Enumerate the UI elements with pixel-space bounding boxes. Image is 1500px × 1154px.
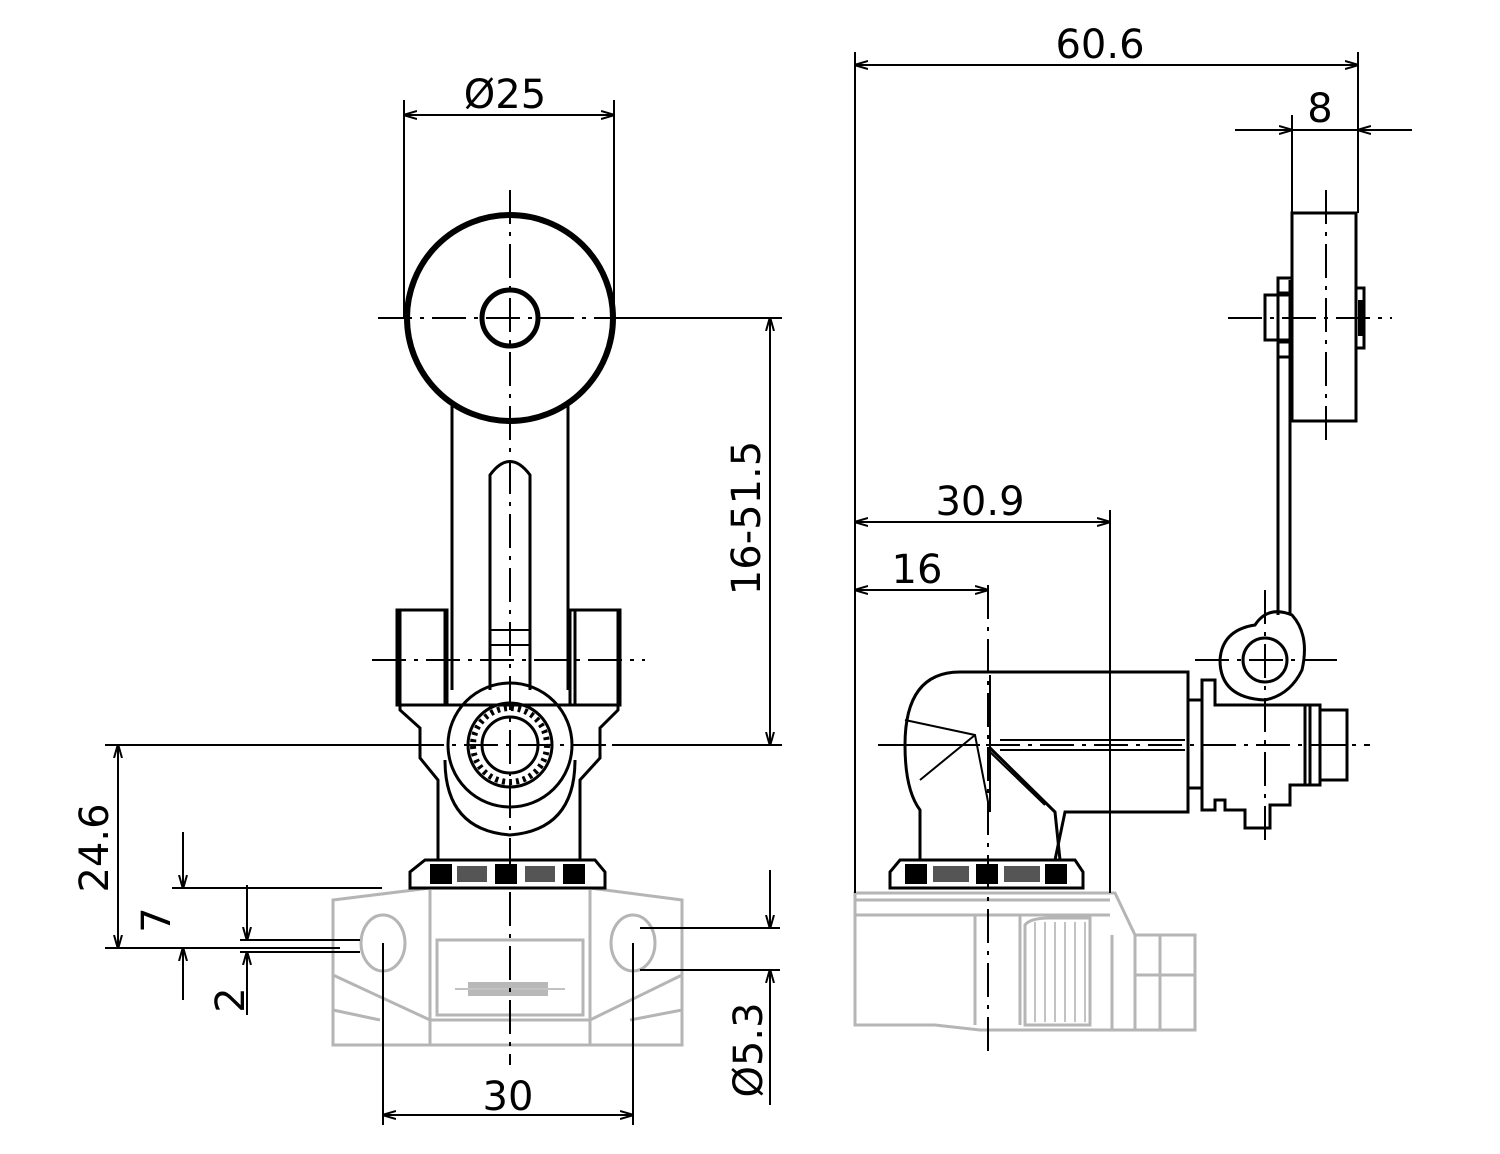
side-view: 60.6 8 30.9 16 bbox=[853, 22, 1412, 1058]
dim-height: 24.6 bbox=[72, 744, 412, 949]
dim-slot-2: 2 bbox=[208, 885, 360, 1015]
dim-shaft-offset-label: 16 bbox=[892, 547, 943, 593]
dim-lever-range: 16-51.5 bbox=[612, 317, 782, 746]
front-view: Ø25 16-51.5 24.6 7 2 bbox=[72, 72, 782, 1125]
dim-slot-7-label: 7 bbox=[134, 907, 180, 932]
dim-hole-spacing-label: 30 bbox=[483, 1074, 534, 1120]
dim-head-depth-label: 30.9 bbox=[935, 479, 1024, 525]
side-knurled-nut bbox=[888, 858, 1085, 890]
front-base-body bbox=[331, 886, 684, 1047]
dim-roller-diameter-label: Ø25 bbox=[464, 72, 546, 118]
side-head-housing bbox=[903, 670, 1190, 861]
dim-shaft-offset: 16 bbox=[855, 547, 988, 593]
side-lever-arm bbox=[1218, 280, 1306, 702]
dim-lever-range-label: 16-51.5 bbox=[724, 441, 770, 595]
dim-height-label: 24.6 bbox=[72, 803, 118, 892]
side-shaft-assembly bbox=[1186, 678, 1349, 830]
dim-overall-label: 60.6 bbox=[1055, 22, 1144, 68]
dim-roller-width-label: 8 bbox=[1307, 86, 1332, 132]
side-base-body bbox=[853, 891, 1197, 1032]
dim-head-depth: 30.9 bbox=[855, 479, 1111, 893]
front-center-lines bbox=[372, 190, 645, 1065]
dim-hole-diameter-label: Ø5.3 bbox=[726, 1002, 772, 1097]
front-knurled-nut bbox=[408, 858, 607, 890]
dim-hole-diameter: Ø5.3 bbox=[640, 870, 780, 1105]
dim-hole-spacing: 30 bbox=[382, 943, 634, 1125]
dim-overall: 60.6 bbox=[854, 22, 1359, 893]
side-center-lines bbox=[878, 190, 1392, 1058]
dim-roller-diameter: Ø25 bbox=[403, 72, 615, 318]
dim-slot-2-label: 2 bbox=[208, 987, 254, 1012]
dim-slot-7: 7 bbox=[134, 832, 382, 1000]
dim-roller-width: 8 bbox=[1235, 86, 1412, 213]
front-head-housing bbox=[395, 608, 622, 860]
